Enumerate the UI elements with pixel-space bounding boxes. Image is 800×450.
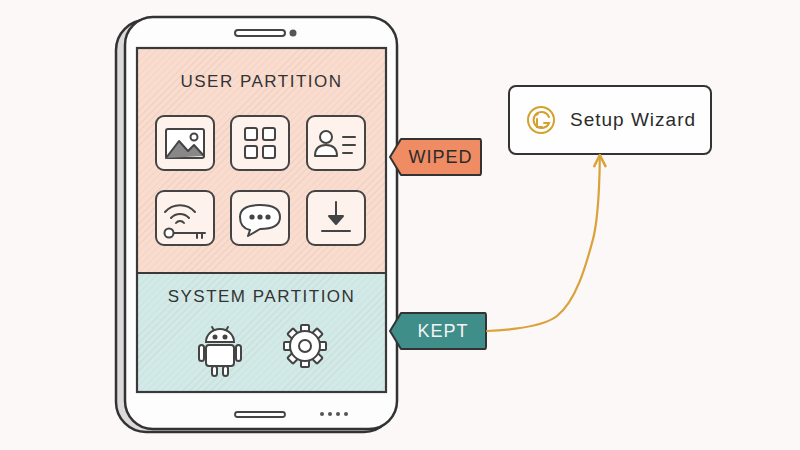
partition-title: SYSTEM PARTITION <box>137 287 386 307</box>
status-tag: WIPED <box>389 138 482 176</box>
home-bar <box>235 412 285 417</box>
port-dot <box>344 412 348 416</box>
screen-outline <box>137 48 386 392</box>
speaker-slot <box>235 30 285 36</box>
tag-outline <box>390 139 481 175</box>
system-partition: SYSTEM PARTITION <box>137 273 386 392</box>
port-dot <box>336 412 340 416</box>
tag-label: KEPT <box>417 321 468 342</box>
port-dot <box>320 412 324 416</box>
camera-dot <box>290 30 297 37</box>
phone-back <box>116 20 394 432</box>
tag-label: WIPED <box>408 147 472 168</box>
tag-outline <box>390 313 486 349</box>
flow-arrow <box>487 155 600 331</box>
port-dot <box>328 412 332 416</box>
phone-body <box>125 17 397 429</box>
app-name: Setup Wizard <box>570 109 696 131</box>
user-partition: USER PARTITION <box>137 48 386 273</box>
status-tag: KEPT <box>389 312 487 350</box>
partition-title: USER PARTITION <box>137 72 386 92</box>
app-box: Setup Wizard <box>508 85 712 155</box>
